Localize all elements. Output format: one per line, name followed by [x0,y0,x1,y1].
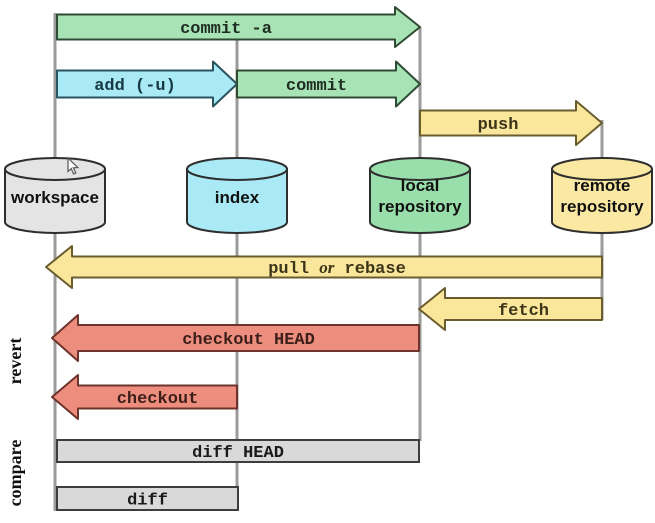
node-label-workspace-0: workspace [10,188,99,207]
node-label-local-repository-0: local [401,176,440,195]
cylinder-top-workspace [4,157,106,181]
cylinder-body-workspace [4,168,106,234]
arrow-label-checkout: checkout [117,390,199,409]
cylinder-body-local-repository [369,168,471,234]
arrow-commit-a [56,6,421,48]
bar-label-diff: diff [127,492,168,511]
arrow-checkout [51,374,238,420]
arrow-label-pull-or-rebase: pull or rebase [268,258,406,279]
arrow-label-commit-a: commit -a [180,20,272,39]
arrow-fetch [418,287,603,331]
arrow-label-add-u: add (-u) [94,77,176,96]
cylinder-index: index [186,157,288,234]
arrow-commit [236,60,421,108]
side-label-revert: revert [5,338,25,385]
arrow-label-push: push [478,116,519,135]
cylinder-workspace: workspace [4,157,106,234]
arrow-label-fetch: fetch [498,302,549,321]
arrow-push [419,100,603,146]
arrow-pull-or-rebase [45,245,603,289]
bar-label-diff-head: diff HEAD [192,444,284,463]
arrow-checkout-head [51,314,420,362]
cylinder-top-index [186,157,288,181]
arrow-add-u [56,60,238,108]
cylinder-local-repository: local repository [369,157,471,234]
arrow-label-commit: commit [286,77,347,96]
side-label-compare: compare [5,440,25,507]
cylinder-body-index [186,168,288,234]
node-label-remote-repository-0: remote [574,176,631,195]
cylinder-remote-repository: remote repository [551,157,653,234]
arrow-label-checkout-head: checkout HEAD [182,331,315,350]
cylinder-body-remote-repository [551,168,653,234]
cylinder-top-local-repository [369,157,471,181]
node-label-local-repository-1: repository [378,197,462,216]
node-label-index-0: index [215,188,260,207]
cylinder-top-remote-repository [551,157,653,181]
node-label-remote-repository-1: repository [560,197,644,216]
mouse-cursor-icon [67,156,80,175]
bar-diff [56,486,239,511]
bar-diff-head [56,439,420,463]
